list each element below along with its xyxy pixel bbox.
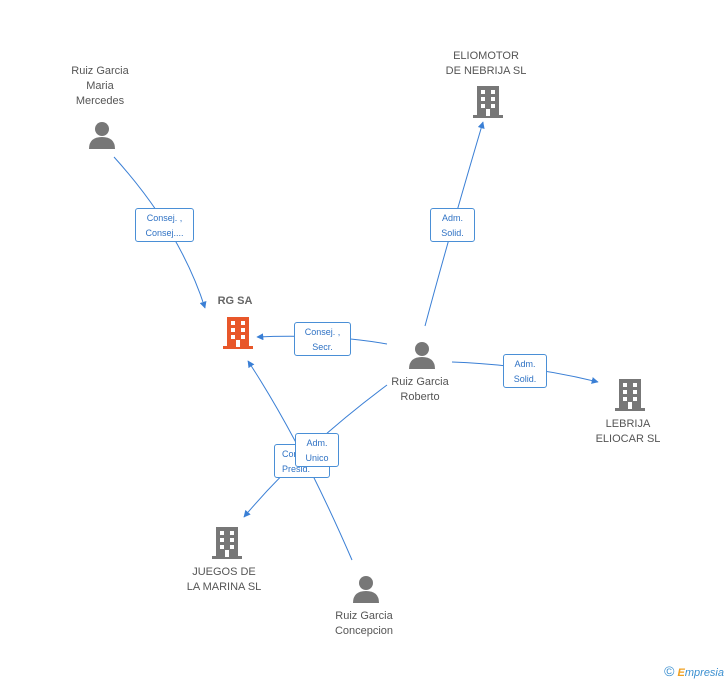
brand-logo-initial: E [677, 667, 685, 679]
copyright-symbol: © [664, 663, 675, 679]
edge-label-roberto-juegos[interactable]: Adm. Unico [295, 433, 339, 467]
rg-sa-label[interactable]: RG SA [217, 295, 253, 307]
rg-sa-building-icon[interactable] [222, 316, 254, 350]
roberto-person-icon[interactable] [407, 340, 437, 370]
juegos-building-icon[interactable] [211, 526, 243, 560]
maria-person-icon[interactable] [87, 120, 117, 150]
brand-name: mpresia [684, 667, 724, 679]
lebrija-building-icon[interactable] [614, 378, 646, 412]
eliomotor-label[interactable]: ELIOMOTOR DE NEBRIJA SL [445, 50, 527, 77]
edge-label-roberto-eliomotor[interactable]: Adm. Solid. [430, 208, 475, 242]
edge-label-maria-rg-sa[interactable]: Consej. , Consej.... [135, 208, 194, 242]
eliomotor-building-icon[interactable] [472, 85, 504, 119]
edges-layer [113, 121, 599, 561]
lebrija-label[interactable]: LEBRIJA ELIOCAR SL [595, 418, 661, 445]
copyright-footer: © Empresia [664, 663, 724, 679]
edge-label-roberto-lebrija[interactable]: Adm. Solid. [503, 354, 547, 388]
maria-label[interactable]: Ruiz Garcia Maria Mercedes [71, 65, 129, 107]
roberto-label[interactable]: Ruiz Garcia Roberto [391, 376, 449, 403]
juegos-label[interactable]: JUEGOS DE LA MARINA SL [186, 566, 262, 593]
edge-label-roberto-rg-sa[interactable]: Consej. , Secr. [294, 322, 351, 356]
concepcion-person-icon[interactable] [351, 574, 381, 604]
concepcion-label[interactable]: Ruiz Garcia Concepcion [334, 610, 394, 637]
